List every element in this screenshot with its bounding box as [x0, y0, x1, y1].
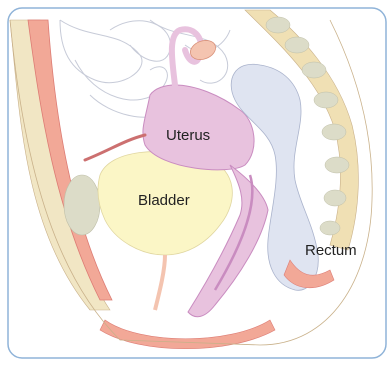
- rectum-label: Rectum: [305, 242, 357, 259]
- uterus-label: Uterus: [166, 127, 210, 144]
- bladder-label: Bladder: [138, 192, 190, 209]
- pubic-symphysis: [64, 175, 100, 235]
- urethra: [155, 255, 165, 310]
